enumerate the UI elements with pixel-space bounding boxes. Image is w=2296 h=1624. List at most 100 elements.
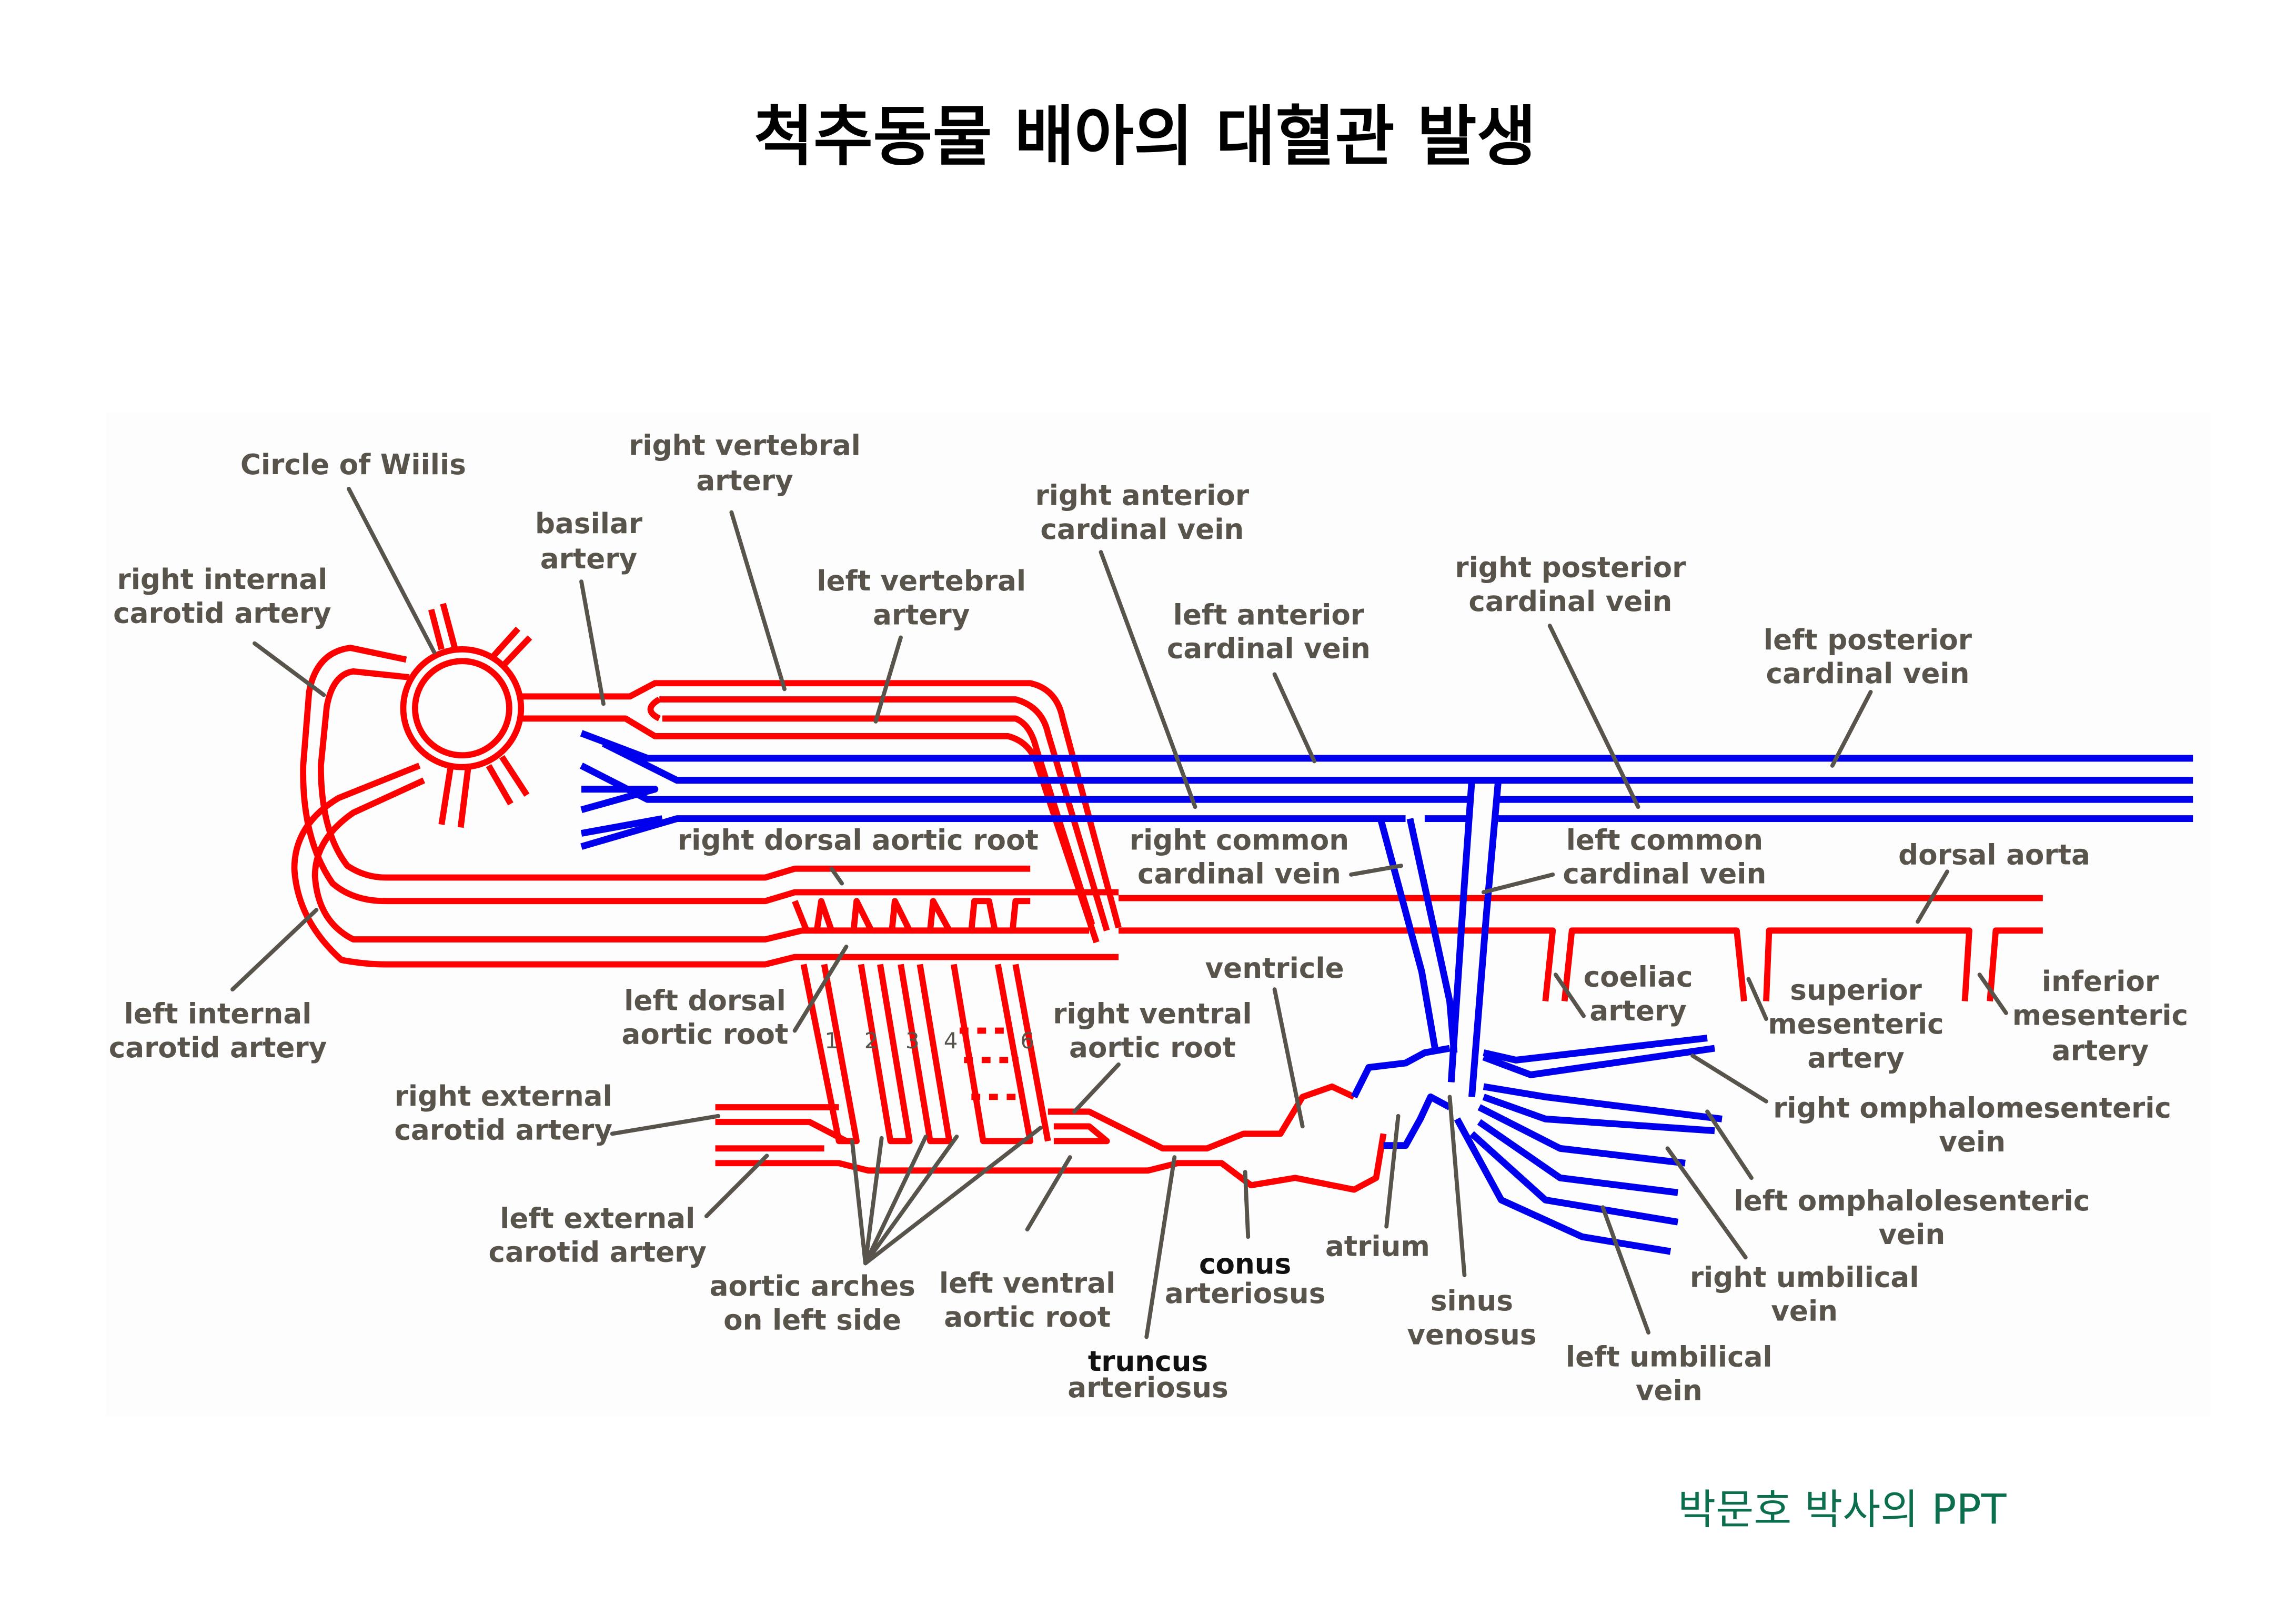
leader-right-omphalomesenteric [1690,1054,1768,1104]
cardinal-vein-1 [580,730,2193,762]
leader-left-umbilical [1600,1205,1651,1335]
cardinal-vein-4 [580,815,2193,850]
arch-number: 3 [905,1028,920,1054]
leader-right-external-carotid [610,1114,721,1136]
leader-conus [1243,1170,1251,1239]
right-common-cardinal-2 [1406,818,1458,1053]
external-carotid-and-ventral-root [715,1104,1387,1193]
leader-right-internal-carotid [253,641,326,697]
right-internal-carotid-outer [300,645,1119,905]
umbilical-vein-1 [1477,1104,1686,1167]
leader-left-ventral-aortic-root [1025,1155,1072,1232]
leader-right-umbilical [1665,1146,1748,1260]
vertebral-inner [659,696,1110,931]
venous-system [580,730,2193,1255]
dorsal-aortic-root-comb [792,898,1031,933]
label-ventricle: ventricle [1205,952,1344,985]
leader-ventricle [1272,987,1305,1129]
leader-right-ventral-aortic-root [1072,1062,1121,1114]
aortic-arch-numbers: 1 2 3 4 6 [824,1028,1034,1054]
dorsal-aorta-bottom [1119,927,2043,1002]
label-atrium: atrium [1325,1230,1430,1263]
vertebral-inner-2 [662,715,1095,926]
arch-number: 6 [1020,1028,1034,1054]
left-vertebral-artery [521,715,1100,944]
umbilical-vein-3 [1469,1131,1679,1226]
left-internal-carotid-outer [291,763,1119,968]
common-cardinal-left-rail [1447,780,1475,1082]
arch-number: 4 [944,1028,958,1054]
cardinal-vein-3 [580,763,2193,803]
leader-right-vertebral [729,510,787,691]
leader-sinus-venosus [1447,1095,1467,1277]
leader-inferior-mesenteric [1977,973,2008,1015]
page-title: 척추동물 배아의 대혈관 발생 [754,99,1536,175]
aortic-arches [800,964,1051,1145]
umbilical-vein-2 [1477,1119,1678,1196]
leader-basilar [579,579,606,706]
omphalomesenteric-vein-1 [1483,1035,1708,1064]
right-ventral-aortic-root [1053,1123,1110,1145]
leader-right-posterior-cardinal [1547,624,1640,809]
umbilical-vein-4 [1454,1117,1671,1255]
leader-left-posterior-cardinal [1830,690,1873,768]
label-dorsal-aorta: dorsal aorta [1898,838,2090,871]
cardinal-vein-2 [602,740,2193,784]
leader-coeliac [1553,973,1586,1018]
leader-left-internal-carotid [230,908,319,992]
anterior-cardinal-fan [580,786,659,813]
anterior-cardinal-fan-2 [580,815,663,837]
label-circle-of-willis: Circle of Wiilis [240,448,466,481]
label-right-dorsal-aortic-root: right dorsal aortic root [678,824,1039,856]
circle-of-willis-inner [412,658,512,759]
omphalomesenteric-vein-2 [1482,1045,1715,1078]
credit-text: 박문호 박사의 PPT [1678,1486,2007,1534]
leader-aortic-arches [850,1126,1043,1266]
willis-branch [438,768,471,828]
willis-branch [428,603,458,650]
omphalomesenteric-vein-4 [1482,1094,1715,1135]
right-common-cardinal-1 [1377,817,1438,1049]
leader-circle-of-willis [347,486,437,655]
circle-of-willis [400,646,525,770]
leader-left-dorsal-aortic-root [792,945,849,1033]
arch-number: 2 [864,1028,879,1054]
willis-branch [489,626,532,669]
left-internal-carotid-inner [311,777,1090,943]
leader-lines [230,486,2008,1339]
vertebral-loop-tip [647,696,661,721]
ventral-aortic-root-to-ventricle [1048,1083,1356,1152]
willis-branch [486,755,530,806]
leader-dorsal-aorta [1916,869,1949,924]
leader-left-anterior-cardinal [1272,672,1317,764]
leader-left-vertebral [873,635,903,724]
right-internal-carotid-inner [317,668,1031,881]
arterial-system [291,603,2043,1193]
aortic-arch-5-dashed [959,1027,1023,1100]
leader-left-external-carotid [704,1154,769,1218]
right-vertebral-artery [521,680,1122,929]
leader-truncus [1144,1155,1177,1339]
